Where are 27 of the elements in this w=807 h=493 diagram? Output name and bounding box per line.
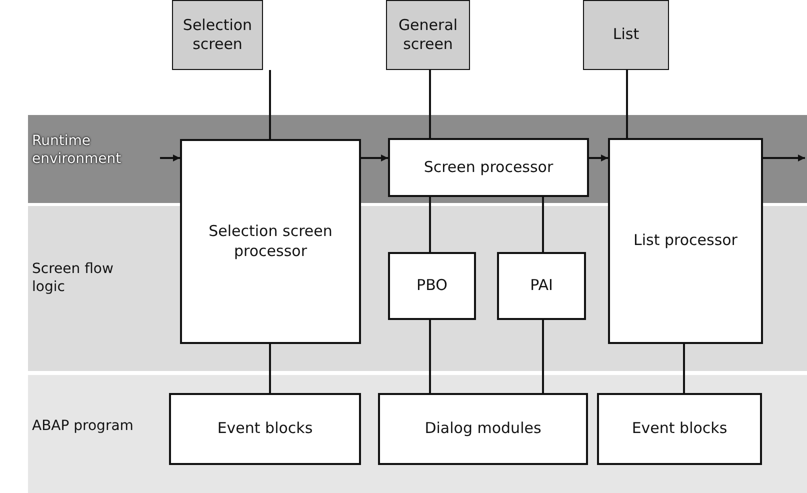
module-box: PBO [388,252,476,320]
layer-label: Runtime environment [32,132,122,168]
arrow [361,154,388,162]
processor-box: Selection screen processor [180,139,361,344]
event-block-box: Event blocks [169,393,361,465]
event-block-box: Event blocks [597,393,762,465]
processor-box: Screen processor [388,138,589,197]
layer-label: Screen flow logic [32,260,114,296]
module-box: PAI [497,252,586,320]
layer-label: ABAP program [32,417,134,436]
connector-line [429,197,431,252]
processor-box: List processor [608,138,763,344]
connector-line [542,197,544,252]
connector-line [429,320,431,393]
arrow [763,154,805,162]
connector-line [269,70,271,139]
connector-line [269,344,271,393]
arrow [160,154,180,162]
connector-line [429,70,431,138]
connector-line [542,320,544,393]
screen-box: Selection screen [172,0,263,70]
connector-line [626,70,628,138]
module-box: Dialog modules [378,393,588,465]
connector-line [683,344,685,393]
arrow [589,154,608,162]
screen-box: General screen [386,0,470,70]
list-box: List [583,0,669,70]
